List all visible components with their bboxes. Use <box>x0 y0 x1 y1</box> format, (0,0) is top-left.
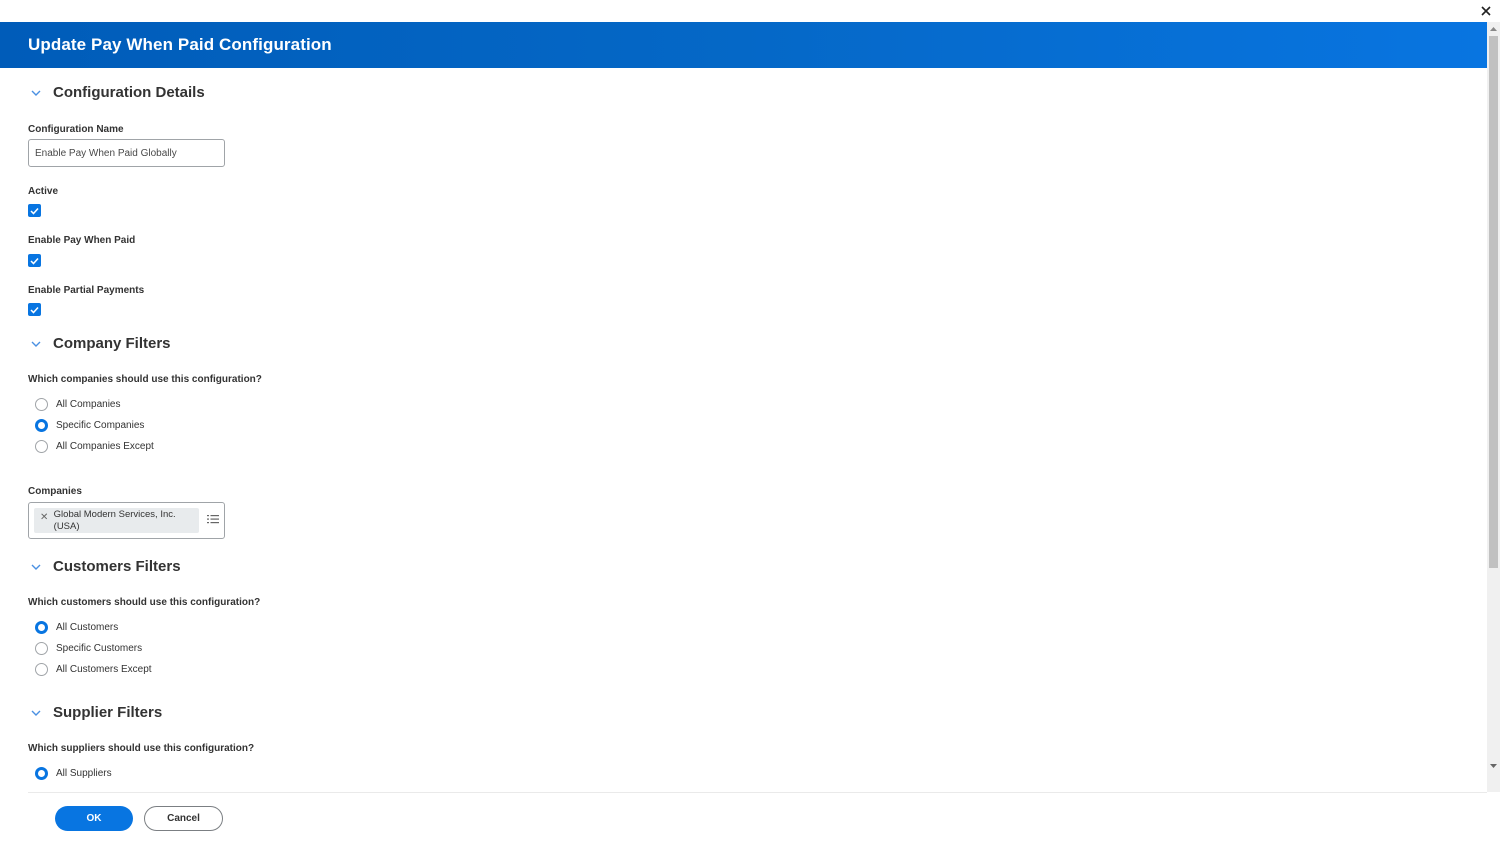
chevron-down-icon[interactable] <box>28 559 44 575</box>
suppliers-question-label: Which suppliers should use this configur… <box>28 743 255 754</box>
section-title: Supplier Filters <box>53 704 163 721</box>
configuration-name-input[interactable] <box>28 139 225 167</box>
active-checkbox[interactable] <box>28 204 41 217</box>
active-label: Active <box>28 186 59 197</box>
radio-specific-customers[interactable]: Specific Customers <box>35 641 142 655</box>
enable-partial-payments-label: Enable Partial Payments <box>28 285 145 296</box>
radio-button[interactable] <box>35 397 48 411</box>
section-title: Configuration Details <box>53 84 205 101</box>
section-configuration-details[interactable]: Configuration Details <box>28 84 205 101</box>
radio-button-selected[interactable] <box>35 766 48 780</box>
companies-question-label: Which companies should use this configur… <box>28 374 262 385</box>
section-customers-filters[interactable]: Customers Filters <box>28 558 181 575</box>
radio-label: All Companies Except <box>56 440 154 452</box>
radio-label: All Customers Except <box>56 663 152 675</box>
radio-button[interactable] <box>35 641 48 655</box>
checkmark-icon <box>30 207 39 215</box>
close-button[interactable] <box>1478 3 1494 19</box>
radio-all-customers-except[interactable]: All Customers Except <box>35 662 152 676</box>
radio-button-selected[interactable] <box>35 418 48 432</box>
company-pill-label: Global Modern Services, Inc. (USA) <box>53 509 176 532</box>
radio-all-customers[interactable]: All Customers <box>35 620 118 634</box>
checkmark-icon <box>30 306 39 314</box>
chevron-down-icon[interactable] <box>28 85 44 101</box>
radio-button[interactable] <box>35 439 48 453</box>
checkmark-icon <box>30 257 39 265</box>
radio-label: All Customers <box>56 621 119 633</box>
footer-divider <box>28 792 1487 793</box>
enable-pay-when-paid-checkbox[interactable] <box>28 254 41 267</box>
close-icon <box>1481 6 1491 16</box>
remove-pill-icon[interactable]: ✕ <box>40 512 49 523</box>
configuration-name-label: Configuration Name <box>28 124 124 135</box>
scroll-up-arrow-icon[interactable] <box>1487 22 1500 35</box>
section-title: Customers Filters <box>53 558 181 575</box>
dialog-header: Update Pay When Paid Configuration <box>0 22 1487 68</box>
list-prompt-icon[interactable] <box>207 511 219 524</box>
company-pill: ✕ Global Modern Services, Inc. (USA) <box>34 508 199 533</box>
section-company-filters[interactable]: Company Filters <box>28 335 171 352</box>
chevron-down-icon[interactable] <box>28 336 44 352</box>
scrollbar-thumb[interactable] <box>1489 36 1498 568</box>
radio-label: Specific Companies <box>56 419 145 431</box>
companies-multiselect[interactable]: ✕ Global Modern Services, Inc. (USA) <box>28 502 225 539</box>
radio-button[interactable] <box>35 662 48 676</box>
radio-label: Specific Customers <box>56 642 143 654</box>
enable-pay-when-paid-label: Enable Pay When Paid <box>28 235 136 246</box>
ok-button[interactable]: OK <box>55 806 133 831</box>
dialog-title: Update Pay When Paid Configuration <box>28 35 332 54</box>
scroll-down-arrow-icon[interactable] <box>1487 759 1500 772</box>
radio-button-selected[interactable] <box>35 620 48 634</box>
radio-all-companies-except[interactable]: All Companies Except <box>35 439 154 453</box>
radio-label: All Suppliers <box>56 767 112 779</box>
radio-label: All Companies <box>56 398 121 410</box>
section-title: Company Filters <box>53 335 171 352</box>
dialog-body: Configuration Details Configuration Name… <box>0 68 1487 792</box>
chevron-down-icon[interactable] <box>28 705 44 721</box>
companies-label: Companies <box>28 486 82 497</box>
section-supplier-filters[interactable]: Supplier Filters <box>28 704 162 721</box>
radio-specific-companies[interactable]: Specific Companies <box>35 418 144 432</box>
vertical-scrollbar[interactable] <box>1487 22 1500 792</box>
enable-partial-payments-checkbox[interactable] <box>28 303 41 316</box>
customers-question-label: Which customers should use this configur… <box>28 597 261 608</box>
radio-all-companies[interactable]: All Companies <box>35 397 120 411</box>
cancel-button[interactable]: Cancel <box>144 806 223 831</box>
radio-all-suppliers[interactable]: All Suppliers <box>35 766 112 780</box>
